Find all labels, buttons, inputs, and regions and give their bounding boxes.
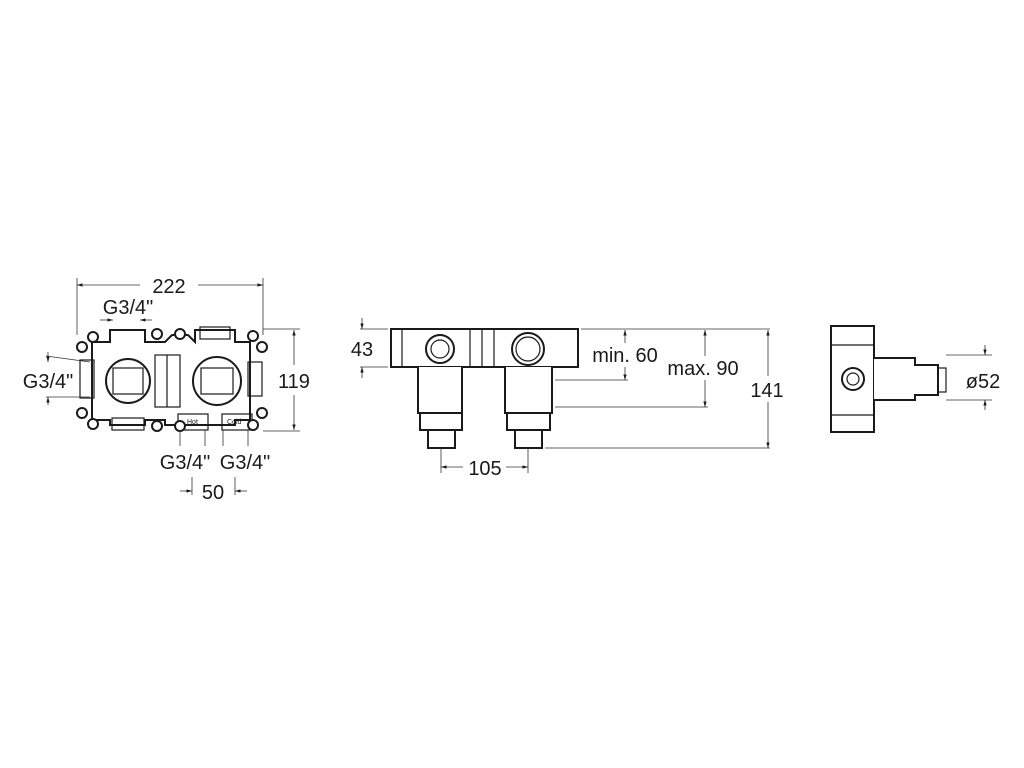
width-dimension: 222 xyxy=(152,276,185,298)
cold-marking: Cold xyxy=(227,419,242,426)
side-body xyxy=(390,328,579,449)
outlet-spacing-dimension: 105 xyxy=(468,458,501,480)
inlet-spacing-dimension: 50 xyxy=(202,482,224,504)
front-view: Hot Cold 222 G3/4" G3/4" xyxy=(23,276,310,504)
diameter-dimension: ø52 xyxy=(966,371,1000,393)
height-dimension: 119 xyxy=(278,371,310,393)
front-body: Hot Cold xyxy=(76,326,268,432)
cold-thread-dimension: G3/4" xyxy=(220,452,270,474)
body-depth-dimension: 43 xyxy=(351,339,373,361)
min-depth-dimension: min. 60 xyxy=(592,345,658,367)
mounting-lugs xyxy=(76,328,268,432)
side-view: 43 min. 60 max. 90 141 105 xyxy=(351,318,784,480)
max-depth-dimension: max. 90 xyxy=(667,358,738,380)
hot-marking: Hot xyxy=(187,419,198,426)
hot-thread-dimension: G3/4" xyxy=(160,452,210,474)
left-thread-dimension: G3/4" xyxy=(23,371,73,393)
total-depth-dimension: 141 xyxy=(750,380,783,402)
top-thread-dimension: G3/4" xyxy=(103,297,153,319)
end-view: ø52 xyxy=(830,325,1000,433)
